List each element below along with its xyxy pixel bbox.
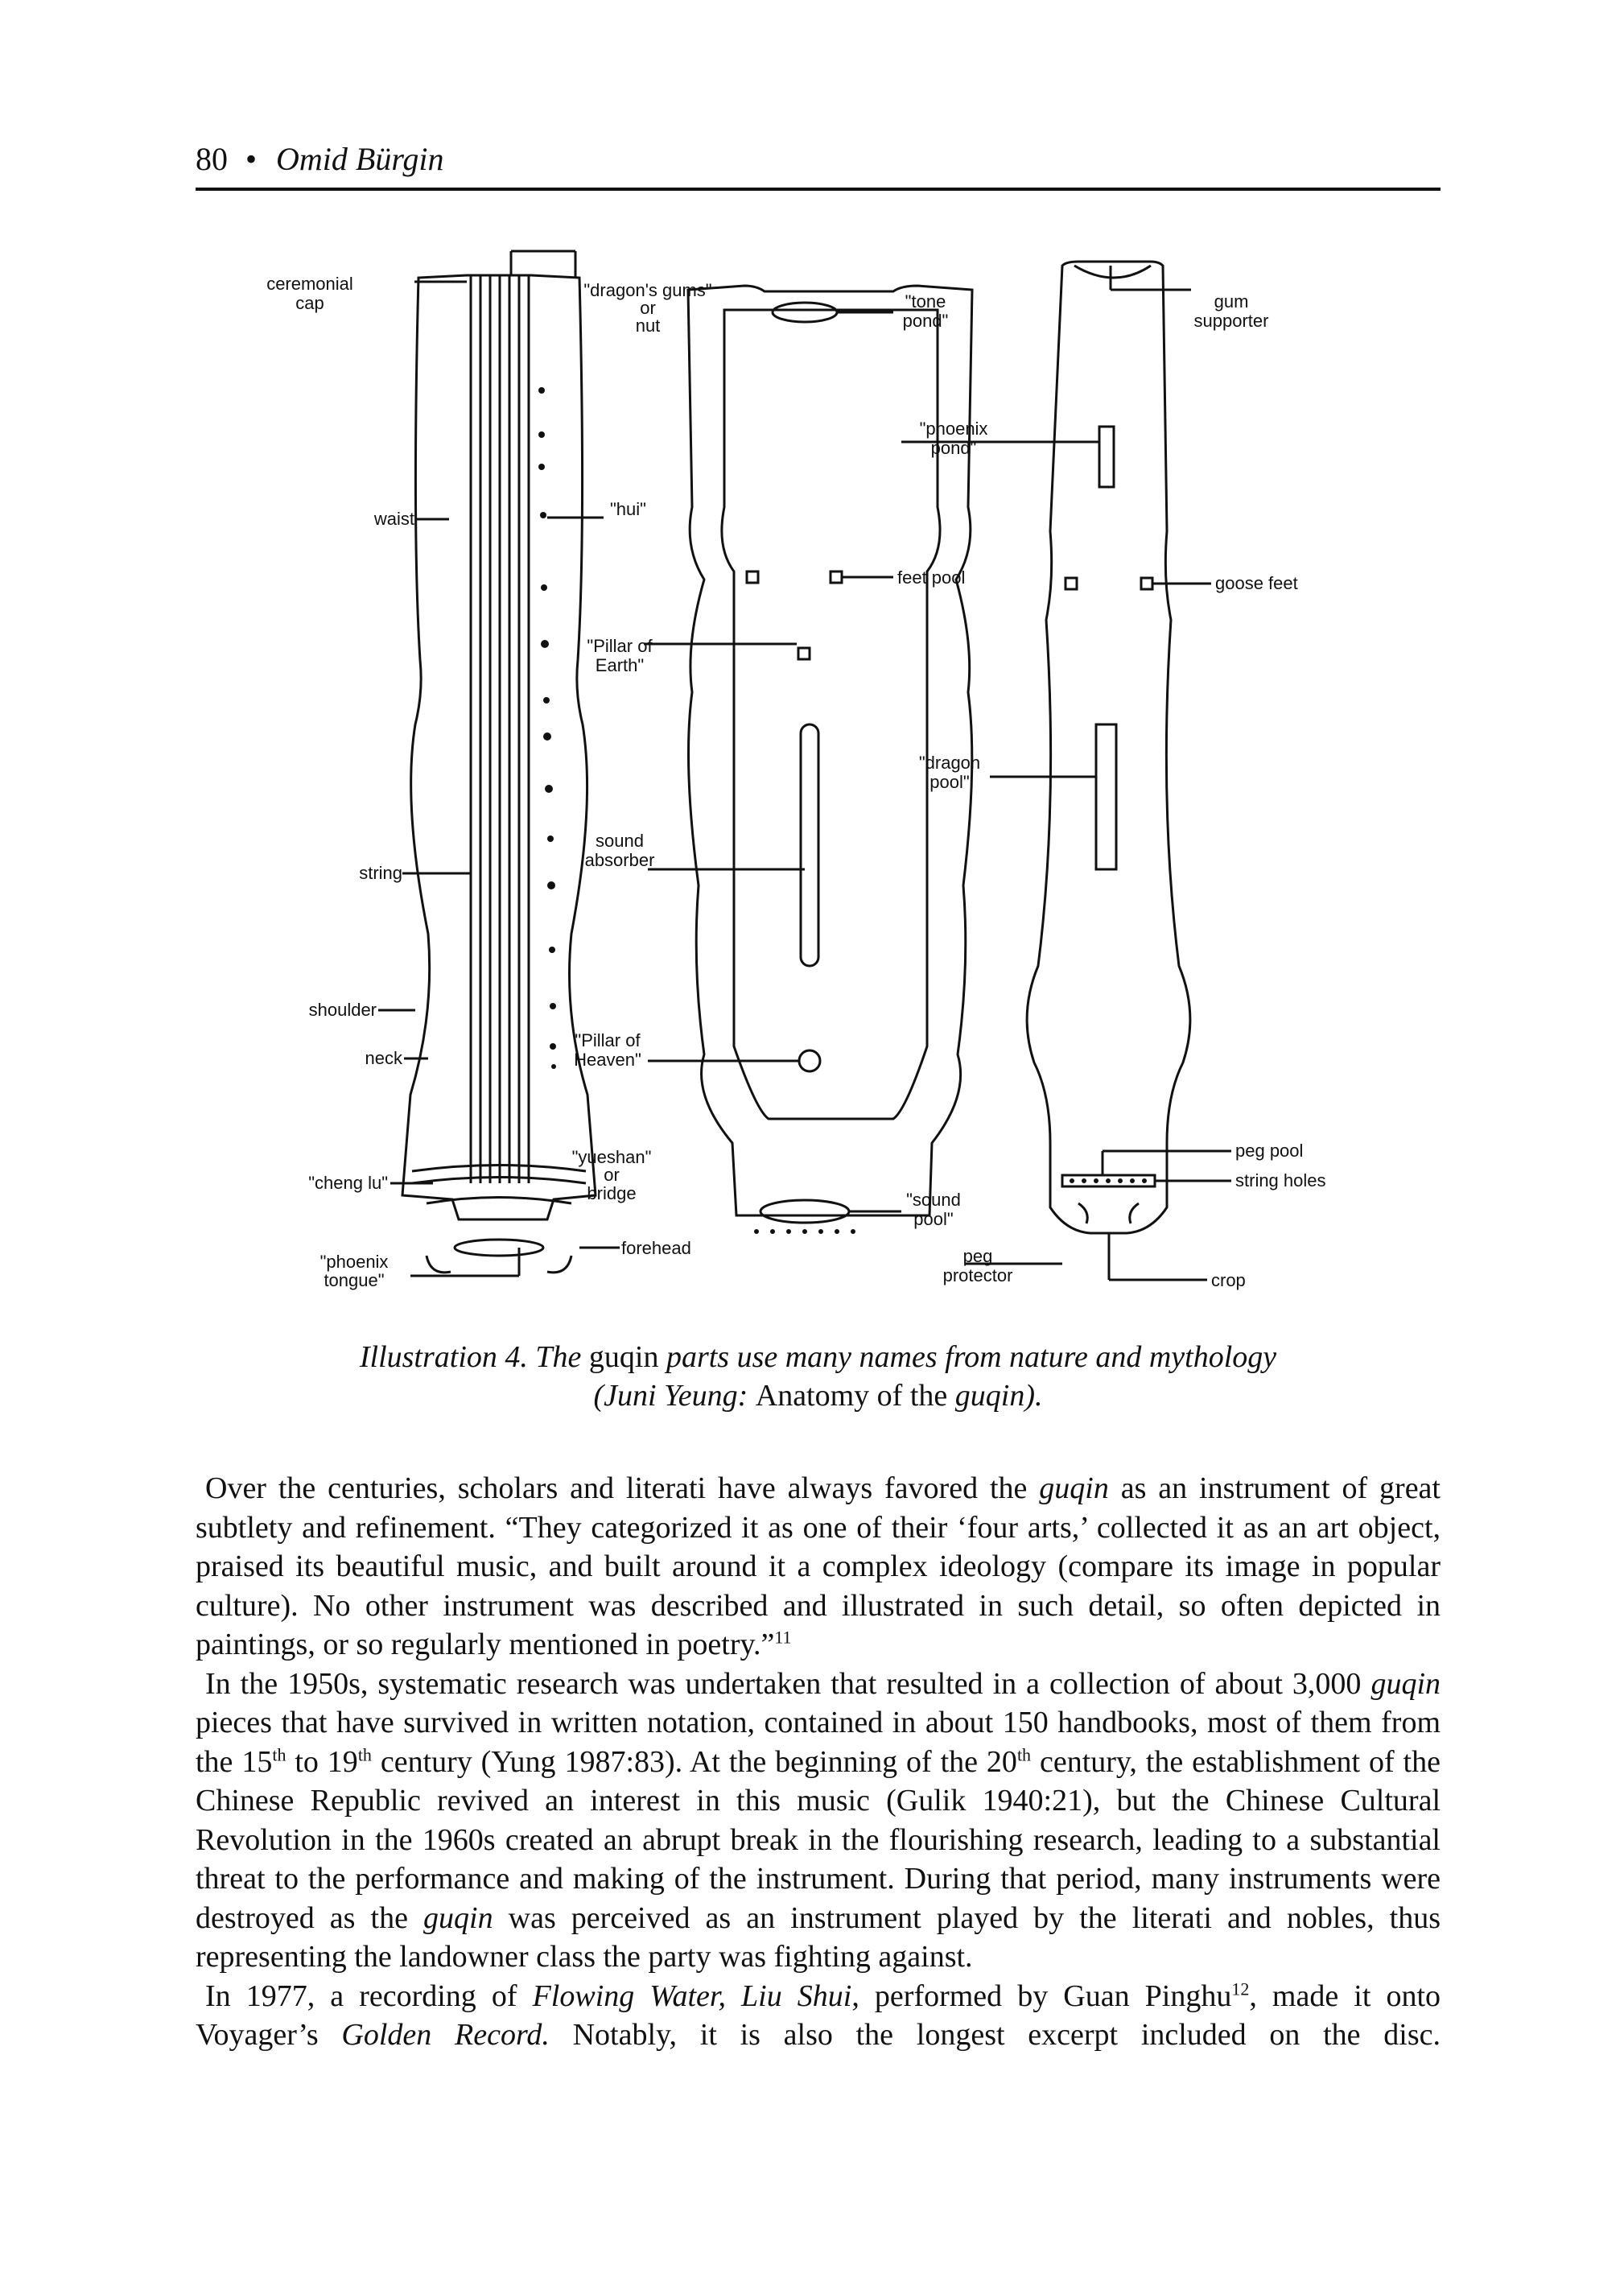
ordinal-suffix: th [1016, 1743, 1032, 1764]
label-phoenix-pond-2: pond" [931, 438, 977, 458]
label-tone-pond-1: "tone [905, 291, 946, 312]
label-yueshan-3: bridge [587, 1183, 636, 1203]
header-separator: • [245, 141, 258, 177]
label-peg-protector-2: protector [943, 1265, 1013, 1285]
label-goose-feet: goose feet [1215, 573, 1298, 593]
label-ceremonial-cap-2: cap [295, 293, 324, 313]
paragraph-1: Over the centuries, scholars and literat… [196, 1469, 1441, 1665]
label-pillar-of-earth-1: "Pillar of [587, 636, 653, 656]
label-forehead: forehead [621, 1238, 691, 1258]
hui-markers [538, 387, 1147, 1234]
caption-source: (Juni Yeung: [593, 1379, 756, 1413]
caption-text: ). [1024, 1379, 1043, 1413]
caption-source-title: Anatomy of the [755, 1379, 955, 1413]
label-sound-pool-2: pool" [913, 1209, 953, 1229]
label-ceremonial-cap-1: ceremonial [266, 274, 353, 294]
label-yueshan-2: or [604, 1165, 620, 1185]
guqin-anatomy-figure: ceremonial cap waist string shoulder nec… [241, 241, 1384, 1336]
label-dragon-pool-1: "dragon [919, 753, 980, 773]
guqin-diagram: ceremonial cap waist string shoulder nec… [266, 250, 1326, 1290]
caption-text: parts use many names from nature and myt… [658, 1340, 1277, 1374]
label-shoulder: shoulder [309, 1000, 377, 1020]
italic-term: guqin [423, 1900, 493, 1935]
label-gum-supporter-2: supporter [1194, 311, 1269, 331]
text-run: In the 1950s, systematic research was un… [205, 1666, 1371, 1701]
guqin-top-view-outline [401, 274, 597, 1221]
label-pillar-of-heaven-1: "Pillar of [575, 1030, 641, 1050]
caption-text: Illustration 4. The [359, 1340, 589, 1374]
italic-term: guqin [1039, 1471, 1109, 1505]
label-sound-absorber-2: absorber [585, 850, 655, 870]
label-hui: "hui" [610, 499, 646, 519]
label-phoenix-tongue-1: "phoenix [320, 1252, 389, 1272]
label-string-holes: string holes [1235, 1170, 1326, 1190]
label-string: string [359, 863, 402, 883]
guqin-back-view-outline [1025, 260, 1192, 1235]
italic-term: guqin [1371, 1666, 1441, 1701]
label-pillar-of-earth-2: Earth" [596, 655, 644, 675]
label-phoenix-tongue-2: tongue" [324, 1270, 384, 1290]
text-run: , made it onto Voyager’s [196, 1978, 1441, 2053]
header-rule [196, 188, 1441, 191]
label-cheng-lu: "cheng lu" [308, 1173, 388, 1193]
label-neck: neck [365, 1048, 403, 1068]
italic-title: Golden Record. [341, 2018, 550, 2052]
label-crop: crop [1211, 1270, 1246, 1290]
running-header: 80 • Omid Bürgin [196, 138, 1441, 190]
footnote-ref[interactable]: 12 [1231, 1978, 1250, 1999]
ordinal-suffix: th [272, 1743, 286, 1764]
text-run: century, the establishment of the Chines… [196, 1744, 1441, 1935]
italic-title: Flowing Water, Liu Shui [532, 1978, 852, 2013]
text-run: was perceived as an instrument played by… [196, 1900, 1441, 1974]
text-run: Notably, it is also the longest excerpt … [549, 2018, 1441, 2052]
label-tone-pond-2: pond" [903, 311, 949, 331]
body-text: Over the centuries, scholars and literat… [196, 1469, 1441, 2055]
label-dragons-gums-1: "dragon's gums" [583, 280, 711, 300]
caption-term: guqin [954, 1379, 1025, 1413]
text-run: century (Yung 1987:83). At the beginning… [371, 1744, 1017, 1779]
caption-term: guqin [588, 1340, 659, 1374]
paragraph-3: In 1977, a recording of Flowing Water, L… [196, 1977, 1441, 2055]
figure-caption: Illustration 4. The guqin parts use many… [196, 1338, 1441, 1415]
text-run: Over the centuries, scholars and literat… [205, 1471, 1040, 1505]
label-phoenix-pond-1: "phoenix [920, 419, 988, 439]
guqin-bottom-view-outline [686, 284, 974, 1217]
page-number: 80 [196, 141, 228, 177]
label-sound-pool-1: "sound [906, 1190, 961, 1210]
label-peg-pool: peg pool [1235, 1141, 1303, 1161]
text-run: pieces that have survived in written not… [196, 1706, 1441, 1779]
caption-line-2: (Juni Yeung: Anatomy of the guqin). [196, 1376, 1441, 1415]
label-feet-pool: feet pool [897, 567, 965, 588]
text-run: In 1977, a recording of [205, 1978, 533, 2013]
label-dragons-gums-2: or [640, 298, 656, 318]
footnote-ref[interactable]: 11 [774, 1627, 792, 1648]
label-yueshan-1: "yueshan" [572, 1147, 652, 1167]
label-waist: waist [373, 509, 414, 529]
header-author: Omid Bürgin [276, 141, 444, 177]
label-sound-absorber-1: sound [596, 831, 644, 851]
label-pillar-of-heaven-2: Heaven" [574, 1050, 641, 1070]
text-run: as an instrument of great subtlety and r… [196, 1471, 1441, 1661]
label-dragons-gums-3: nut [636, 316, 661, 336]
label-dragon-pool-2: pool" [929, 772, 969, 792]
label-gum-supporter-1: gum [1214, 291, 1249, 312]
ordinal-suffix: th [357, 1743, 372, 1764]
paragraph-2: In the 1950s, systematic research was un… [196, 1665, 1441, 1977]
text-run: , performed by Guan Pinghu [851, 1978, 1232, 2013]
caption-line-1: Illustration 4. The guqin parts use many… [196, 1338, 1441, 1376]
text-run: to 19 [286, 1744, 358, 1779]
label-peg-protector-1: peg [963, 1246, 993, 1266]
